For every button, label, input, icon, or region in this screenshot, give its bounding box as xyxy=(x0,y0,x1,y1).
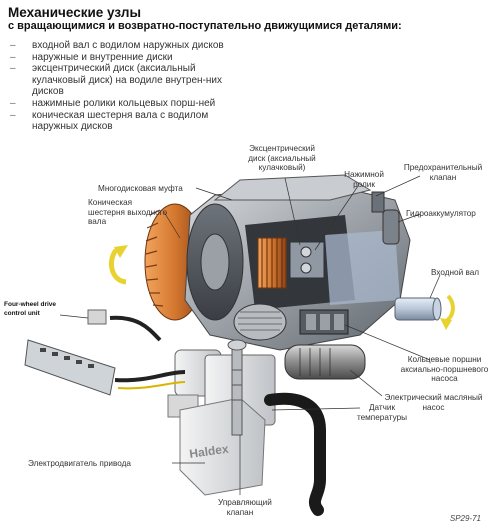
label-temperature-sensor: Датчик температуры xyxy=(356,403,408,422)
label-input-shaft: Входной вал xyxy=(431,268,480,277)
page-subtitle: с вращающимися и возвратно-поступательно… xyxy=(8,20,402,32)
label-drive-motor: Электродвигатель привода xyxy=(28,459,131,468)
leader-lines xyxy=(59,175,441,495)
list-item: –нажимные ролики кольцевых порш-ней xyxy=(10,97,216,109)
coupling-housing xyxy=(184,174,442,351)
label-ring-pistons: Кольцевые поршни аксиально-поршневого на… xyxy=(400,355,489,384)
rotation-arrow-right xyxy=(440,294,455,330)
electric-oil-pump xyxy=(284,344,366,380)
list-item: –коническая шестерня вала с водилом нару… xyxy=(10,109,209,133)
control-unit-board xyxy=(24,309,186,396)
list-item: –эксцентрический диск (аксиальный кулачк… xyxy=(10,63,222,98)
label-accumulator: Гидроаккумулятор xyxy=(406,209,476,218)
label-control-valve: Управляющий клапан xyxy=(218,498,272,517)
label-safety-valve: Предохранительный клапан xyxy=(403,163,483,182)
haldex-control-box: Haldex xyxy=(179,397,266,496)
figure-code: SP29-71 xyxy=(449,514,481,523)
worm-drive xyxy=(233,303,287,341)
label-oil-pump: Электрический масляный насос xyxy=(384,393,483,412)
components-list: –входной вал с водилом наружных дисков –… xyxy=(10,40,250,133)
haldex-logo: Haldex xyxy=(188,442,229,461)
page-title: Механические узлы xyxy=(8,5,142,20)
list-item: –входной вал с водилом наружных дисков xyxy=(10,40,224,51)
rotation-arrow-left xyxy=(108,245,128,285)
oil-hose xyxy=(264,392,326,516)
control-valve xyxy=(227,339,247,436)
ring-pistons xyxy=(299,309,349,335)
label-pressure-roller: Нажимной ролик xyxy=(344,170,384,189)
list-item: –наружные и внутренние диски xyxy=(10,51,173,63)
label-bevel-gear: Коническая шестерня выходного вала xyxy=(88,198,168,227)
label-eccentric-disc: Эксцентрический диск (аксиальный кулачко… xyxy=(248,144,316,173)
label-multidisc-clutch: Многодисковая муфта xyxy=(98,184,183,193)
label-control-unit: Four-wheel drive control unit xyxy=(4,301,57,317)
